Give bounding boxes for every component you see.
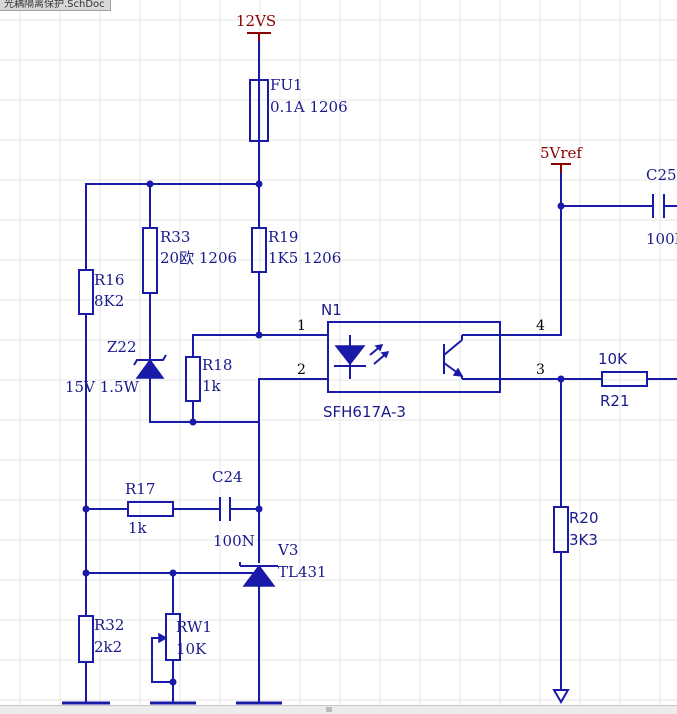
led-icon (334, 335, 390, 379)
r32-ref: R32 (94, 616, 124, 634)
z22-ref: Z22 (107, 338, 137, 356)
fu1-ref: FU1 (270, 76, 303, 94)
resistor-r19[interactable]: R19 1K5 1206 (251, 227, 341, 273)
c24-ref: C24 (212, 468, 243, 486)
horizontal-scrollbar[interactable] (0, 705, 677, 714)
r19-value: 1K5 1206 (268, 249, 341, 267)
junctions (82, 180, 565, 686)
net-label-12vs: 12VS (236, 12, 276, 30)
optocoupler-n1[interactable]: N1 SFH617A-3 1 2 3 4 (297, 301, 545, 421)
n1-pin-4: 4 (536, 318, 545, 334)
net-label-5vref: 5Vref (540, 144, 583, 162)
document-tab-label: 光耦隔离保护.SchDoc (4, 0, 105, 10)
n1-ref: N1 (321, 301, 342, 319)
r17-value: 1k (128, 519, 148, 537)
z22-value: 15V 1.5W (65, 378, 140, 396)
rw1-ref: RW1 (176, 618, 212, 636)
n1-pin-3: 3 (536, 362, 545, 378)
r18-value: 1k (202, 377, 222, 395)
c25-value: 100N (646, 230, 677, 248)
power-port-5vref[interactable]: 5Vref (540, 144, 583, 174)
resistor-r33[interactable]: R33 20欧 1206 (142, 227, 237, 294)
v3-ref: V3 (277, 541, 298, 559)
resistor-r17[interactable]: R17 1k (125, 480, 174, 537)
r16-ref: R16 (94, 271, 124, 289)
c25-ref: C25 (646, 166, 677, 184)
ground-symbols (62, 689, 570, 705)
r18-ref: R18 (202, 356, 232, 374)
r20-ref: R20 (569, 509, 599, 527)
phototransistor-icon (443, 334, 500, 380)
r17-ref: R17 (125, 480, 155, 498)
v3-value: TL431 (278, 563, 327, 581)
rw1-value: 10K (176, 640, 207, 658)
document-tab[interactable]: 光耦隔离保护.SchDoc (0, 0, 111, 11)
scrollbar-thumb[interactable] (326, 707, 332, 712)
resistor-r16[interactable]: R16 8K2 (78, 269, 124, 315)
wires (85, 41, 677, 704)
resistor-r21[interactable]: 10K R21 (598, 350, 648, 410)
zener-diode-z22[interactable]: Z22 15V 1.5W (65, 338, 167, 396)
n1-pin-1: 1 (297, 318, 306, 334)
ground-arrow-icon (552, 689, 570, 704)
power-port-12vs[interactable]: 12VS (236, 12, 276, 42)
fuse-fu1[interactable]: FU1 0.1A 1206 (249, 76, 348, 142)
r21-value: 10K (598, 350, 628, 368)
r21-ref: R21 (600, 392, 630, 410)
r33-ref: R33 (160, 228, 190, 246)
n1-value: SFH617A-3 (323, 403, 406, 421)
r20-value: 3K3 (569, 531, 598, 549)
n1-pin-2: 2 (297, 362, 306, 378)
r33-value: 20欧 1206 (160, 249, 237, 267)
r16-value: 8K2 (94, 292, 124, 310)
capacitor-c25[interactable]: C25 100N (646, 166, 677, 248)
potentiometer-rw1[interactable]: RW1 10K (152, 613, 212, 661)
r19-ref: R19 (268, 228, 298, 246)
shunt-regulator-v3[interactable]: V3 TL431 (239, 541, 327, 587)
resistor-r32[interactable]: R32 2k2 (78, 615, 124, 663)
resistor-r20[interactable]: R20 3K3 (553, 506, 599, 553)
c24-value: 100N (213, 532, 255, 550)
fu1-value: 0.1A 1206 (270, 98, 348, 116)
resistor-r18[interactable]: R18 1k (185, 356, 232, 402)
r32-value: 2k2 (94, 638, 122, 656)
capacitor-c24[interactable]: C24 100N (212, 468, 255, 550)
